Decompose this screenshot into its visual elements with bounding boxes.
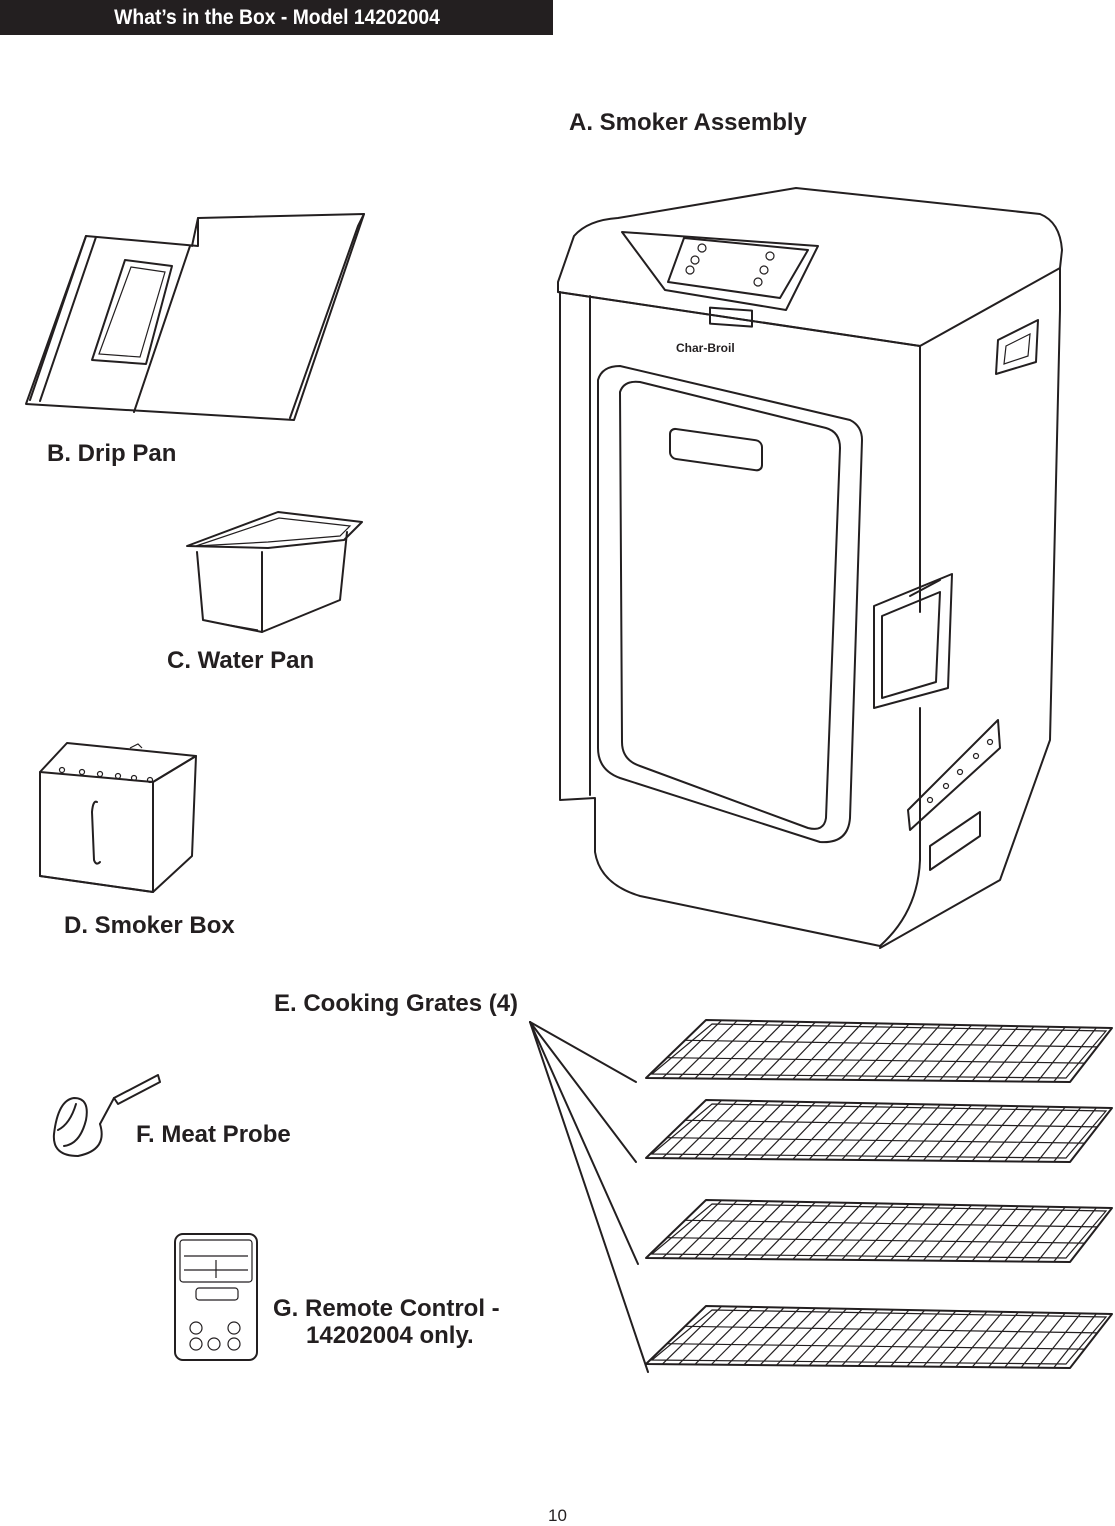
part-label-g-line1: G. Remote Control - [273, 1295, 500, 1322]
drip-pan-illustration [25, 213, 365, 421]
smoker-box-illustration [39, 742, 197, 893]
part-label-c: C. Water Pan [167, 647, 315, 674]
cooking-grate [645, 1199, 1113, 1263]
page-number: 10 [548, 1506, 567, 1525]
part-label-d: D. Smoker Box [64, 912, 235, 939]
cooking-grate [645, 1099, 1113, 1163]
cooking-grates-illustration [645, 1019, 1113, 1369]
water-pan-illustration [186, 511, 363, 633]
part-label-g-line2: 14202004 only. [306, 1322, 474, 1349]
page-title: What’s in the Box - Model 14202004 [113, 5, 440, 29]
page-header-bar: What’s in the Box - Model 14202004 [0, 0, 553, 35]
smoker-assembly-illustration: Char-Broil [557, 187, 1063, 949]
remote-control-illustration [174, 1233, 258, 1361]
cooking-grate [645, 1019, 1113, 1083]
brand-logo: Char-Broil [676, 341, 735, 355]
meat-probe-illustration [52, 1074, 161, 1157]
part-label-b: B. Drip Pan [47, 440, 177, 467]
cooking-grate [645, 1305, 1113, 1369]
part-label-e: E. Cooking Grates (4) [274, 990, 519, 1017]
part-label-f: F. Meat Probe [136, 1121, 291, 1148]
grate-leader-lines [529, 1021, 649, 1373]
part-label-a: A. Smoker Assembly [569, 109, 807, 136]
